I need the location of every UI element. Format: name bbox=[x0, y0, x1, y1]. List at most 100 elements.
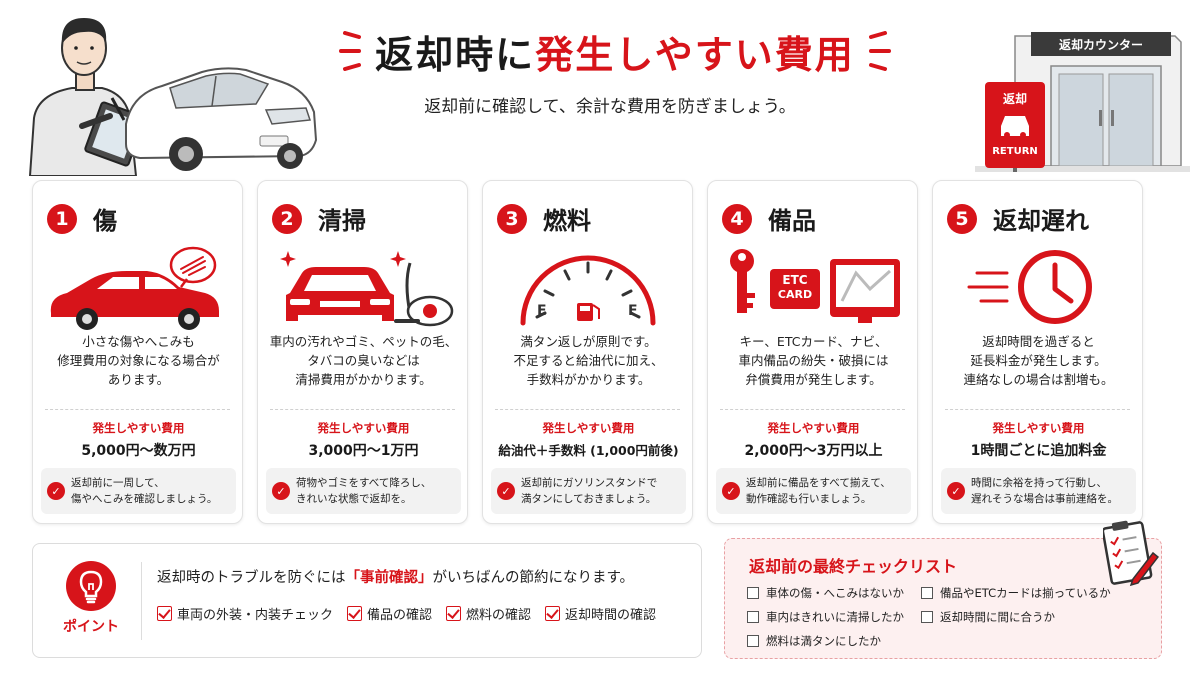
point-check-item: 車両の外装・内装チェック bbox=[157, 604, 333, 623]
checked-box-icon bbox=[157, 606, 172, 621]
header: 返却時に発生しやすい費用 bbox=[255, 18, 975, 84]
divider bbox=[270, 409, 455, 410]
key-etc-navi-icon bbox=[730, 249, 900, 323]
point-check-list: 車両の外装・内装チェック 備品の確認 燃料の確認 返却時間の確認 bbox=[157, 604, 656, 623]
return-counter-illustration: 返却カウンター 返却 RETURN bbox=[975, 14, 1190, 174]
checklist-item-label: 車体の傷・へこみはないか bbox=[766, 586, 904, 600]
cost-label: 発生しやすい費用 bbox=[92, 421, 185, 435]
point-text-highlight: 「事前確認」 bbox=[345, 570, 433, 586]
card-title: 備品 bbox=[768, 207, 816, 235]
cost-value: 1時間ごとに追加料金 bbox=[970, 443, 1107, 459]
card-fuel: 3 燃料 E F 満タン返しが原則です。 不足すると給油代に加え、 手数料がかか… bbox=[482, 180, 693, 524]
card-description: 小さな傷やへこみも 修理費用の対象になる場合が あります。 bbox=[39, 332, 238, 389]
checkbox[interactable] bbox=[747, 635, 759, 647]
point-check-item: 備品の確認 bbox=[347, 604, 432, 623]
red-car-scratch-icon bbox=[50, 246, 219, 330]
car-vacuum-icon bbox=[280, 251, 454, 327]
clock-icon bbox=[967, 250, 1092, 324]
card-scratches: 1 傷 小さな傷やへこみも 修理費用の対象になる場合が あります。 発生しやすい… bbox=[32, 180, 243, 524]
point-message: 返却時のトラブルを防ぐには「事前確認」がいちばんの節約になります。 bbox=[157, 566, 634, 587]
tip-line: 返却前に備品をすべて揃えて、 bbox=[746, 477, 891, 489]
cost-label: 発生しやすい費用 bbox=[542, 421, 635, 435]
card-title: 清掃 bbox=[318, 207, 366, 235]
checked-box-icon bbox=[545, 606, 561, 621]
page-title: 返却時に発生しやすい費用 bbox=[375, 24, 855, 79]
checkbox[interactable] bbox=[921, 611, 933, 623]
card-header: 5 返却遅れ bbox=[947, 201, 1089, 236]
card-number-badge: 2 bbox=[272, 203, 302, 234]
burst-right-icon bbox=[868, 31, 891, 71]
card-description: 返却時間を過ぎると 延長料金が発生します。 連絡なしの場合は割増も。 bbox=[939, 332, 1138, 389]
divider bbox=[720, 409, 905, 410]
card-description: キー、ETCカード、ナビ、 車内備品の紛失・破損には 弁償費用が発生します。 bbox=[714, 332, 913, 389]
etc-card-icon bbox=[770, 269, 820, 309]
checkbox[interactable] bbox=[921, 587, 933, 599]
card-desc-line: タバコの臭いなどは bbox=[307, 353, 420, 368]
card-header: 3 燃料 bbox=[497, 201, 591, 236]
point-check-label: 返却時間の確認 bbox=[565, 608, 657, 623]
card-desc-line: 返却時間を過ぎると bbox=[982, 334, 1095, 349]
gauge-e-label: E bbox=[537, 303, 547, 319]
card-number-badge: 3 bbox=[497, 203, 527, 234]
cost-value: 5,000円〜数万円 bbox=[81, 443, 196, 459]
check-icon: ✓ bbox=[47, 482, 65, 500]
tip-box: ✓ 荷物やゴミをすべて降ろし、 きれいな状態で返却を。 bbox=[266, 468, 461, 514]
check-icon: ✓ bbox=[272, 482, 290, 500]
page-title-part2: 発生しやすい費用 bbox=[535, 32, 855, 77]
card-desc-line: 車内備品の紛失・破損には bbox=[738, 353, 889, 368]
tip-line: 遅れそうな場合は事前連絡を。 bbox=[971, 493, 1118, 505]
counter-building-label: 返却カウンター bbox=[1058, 38, 1143, 52]
card-desc-line: 車内の汚れやゴミ、ペットの毛、 bbox=[269, 334, 458, 349]
gauge-f-label: F bbox=[628, 303, 638, 319]
point-check-label: 燃料の確認 bbox=[466, 608, 532, 623]
cost-value: 2,000円〜3万円以上 bbox=[744, 443, 883, 459]
tip-box: ✓ 返却前に一周して、 傷やへこみを確認しましょう。 bbox=[41, 468, 236, 514]
check-icon: ✓ bbox=[497, 482, 515, 500]
checklist-item[interactable]: 返却時間に間に合うか bbox=[921, 609, 1055, 625]
card-number-badge: 1 bbox=[47, 203, 77, 234]
card-desc-line: あります。 bbox=[107, 372, 170, 387]
point-check-item: 返却時間の確認 bbox=[545, 604, 656, 623]
final-checklist-panel: 返却前の最終チェックリスト 車体の傷・へこみはないか 備品やETCカードは揃って… bbox=[724, 520, 1162, 659]
checklist-item[interactable]: 燃料は満タンにしたか bbox=[747, 633, 881, 649]
card-desc-line: 弁償費用が発生します。 bbox=[745, 372, 882, 387]
white-car bbox=[125, 67, 318, 171]
burst-left-icon bbox=[339, 31, 362, 71]
checkbox[interactable] bbox=[747, 611, 759, 623]
cost-label: 発生しやすい費用 bbox=[992, 421, 1085, 435]
card-desc-line: 満タン返しが原則です。 bbox=[520, 334, 657, 349]
check-icon: ✓ bbox=[947, 482, 965, 500]
checklist-item-label: 返却時間に間に合うか bbox=[940, 610, 1055, 624]
checklist-item[interactable]: 車体の傷・へこみはないか bbox=[747, 585, 904, 601]
cost-label: 発生しやすい費用 bbox=[317, 421, 410, 435]
tip-box: ✓ 返却前に備品をすべて揃えて、 動作確認も行いましょう。 bbox=[716, 468, 911, 514]
fuel-gauge-icon bbox=[520, 255, 656, 326]
man-inspecting-car-illustration bbox=[28, 18, 318, 176]
divider bbox=[141, 562, 142, 640]
card-desc-line: 修理費用の対象になる場合が bbox=[57, 353, 220, 368]
checklist-item[interactable]: 車内はきれいに清掃したか bbox=[747, 609, 904, 625]
tip-box: ✓ 返却前にガソリンスタンドで 満タンにしておきましょう。 bbox=[491, 468, 686, 514]
checklist-item[interactable]: 備品やETCカードは揃っているか bbox=[921, 585, 1111, 601]
checklist-item-label: 燃料は満タンにしたか bbox=[766, 634, 881, 648]
check-icon: ✓ bbox=[722, 482, 740, 500]
page-title-part1: 返却時に bbox=[375, 32, 536, 77]
checkbox[interactable] bbox=[747, 587, 759, 599]
tip-line: 動作確認も行いましょう。 bbox=[746, 493, 872, 505]
tip-line: 返却前に一周して、 bbox=[71, 477, 165, 489]
counter-building bbox=[975, 32, 1190, 172]
divider bbox=[495, 409, 680, 410]
tip-line: 返却前にガソリンスタンドで bbox=[521, 477, 658, 489]
checked-box-icon bbox=[347, 606, 363, 621]
card-desc-line: 延長料金が発生します。 bbox=[970, 353, 1107, 368]
checklist-item-label: 車内はきれいに清掃したか bbox=[766, 610, 904, 624]
tip-text: 荷物やゴミをすべて降ろし、 きれいな状態で返却を。 bbox=[296, 475, 431, 507]
card-title: 返却遅れ bbox=[993, 207, 1089, 235]
card-desc-line: 清掃費用がかかります。 bbox=[295, 372, 432, 387]
card-desc-line: キー、ETCカード、ナビ、 bbox=[739, 334, 888, 349]
card-title: 傷 bbox=[93, 207, 117, 235]
card-desc-line: 不足すると給油代に加え、 bbox=[513, 353, 664, 368]
tip-line: 満タンにしておきましょう。 bbox=[521, 493, 657, 505]
card-cleaning: 2 清掃 車内の汚れやゴミ、ペットの毛、 タバコの臭いなどは 清掃費用がかかりま… bbox=[257, 180, 468, 524]
point-badge: ポイント bbox=[51, 560, 131, 650]
